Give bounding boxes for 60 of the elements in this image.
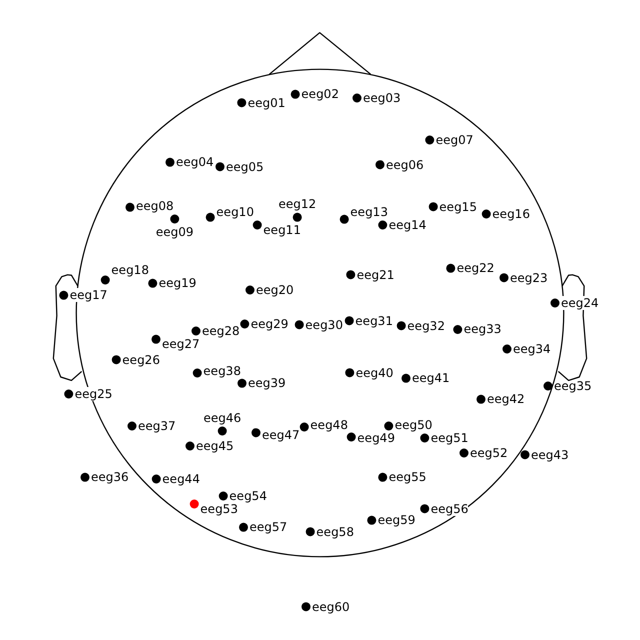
sensor-label: eeg39 [248,376,286,390]
sensor-label: eeg37 [138,418,176,434]
sensor-label: eeg46 [203,411,242,426]
sensor-label: eeg34 [513,342,551,356]
sensor-label: eeg24 [561,296,599,310]
sensor-label: eeg52 [470,446,508,460]
sensor-label: eeg47 [262,428,300,442]
sensor-label: eeg44 [162,472,200,486]
sensor-label: eeg23 [510,270,548,285]
sensor-label: eeg02 [301,87,339,102]
sensor-label: eeg41 [412,371,450,386]
sensor-label: eeg43 [531,448,569,462]
sensor-label: eeg58 [316,524,354,539]
sensor-label: eeg14 [388,218,426,232]
sensor-label: eeg57 [250,520,288,534]
sensor-label: eeg03 [363,90,401,106]
sensor-label: eeg18 [111,262,149,278]
sensor-label: eeg40 [356,366,394,380]
sensor-label: eeg31 [355,314,393,328]
sensor-label: eeg29 [250,316,288,332]
sensor-label: eeg55 [388,470,426,484]
sensor-label: eeg32 [407,318,445,333]
sensor-label: eeg50 [394,418,432,432]
sensor-label: eeg05 [226,160,264,174]
sensor-label: eeg13 [350,205,388,220]
sensor-label: eeg08 [136,199,174,214]
sensor-label: eeg33 [464,322,502,337]
sensor-label: eeg09 [156,224,194,239]
sensor-label: eeg01 [248,96,286,110]
sensor-label: eeg28 [202,324,240,338]
sensor-label: eeg53 [200,502,238,516]
sensor-label: eeg11 [263,222,301,238]
sensor-label: eeg48 [310,418,348,432]
sensor-label: eeg56 [430,502,468,516]
sensor-label: eeg38 [203,364,241,378]
sensor-label: eeg49 [357,431,395,446]
sensor-label: eeg06 [386,158,424,172]
sensor-label: eeg20 [256,282,294,298]
sensor-label: eeg17 [70,288,108,302]
sensor-label: eeg42 [487,392,525,406]
sensor-label: eeg19 [158,276,196,290]
sensor-label: eeg60 [312,600,350,614]
sensor-label: eeg54 [229,488,267,504]
sensor-label: eeg15 [439,200,477,214]
sensor-label: eeg07 [436,132,474,148]
sensor-label: eeg21 [356,268,394,282]
sensor-label: eeg25 [74,386,112,402]
sensor-label: eeg16 [492,206,530,222]
sensor-label: eeg51 [430,430,468,446]
sensor-label: eeg45 [196,438,234,454]
sensor-label: eeg12 [278,197,316,212]
sensor-label: eeg26 [122,352,160,367]
sensor-label: eeg36 [91,470,129,484]
sensor-label: eeg27 [162,337,200,352]
sensor-label: eeg35 [554,378,592,394]
sensor-label: eeg22 [456,261,494,276]
sensor-label: eeg04 [176,155,214,170]
sensor-label: eeg10 [216,205,254,220]
sensor-label: eeg59 [378,513,416,528]
sensor-label: eeg30 [305,318,343,332]
